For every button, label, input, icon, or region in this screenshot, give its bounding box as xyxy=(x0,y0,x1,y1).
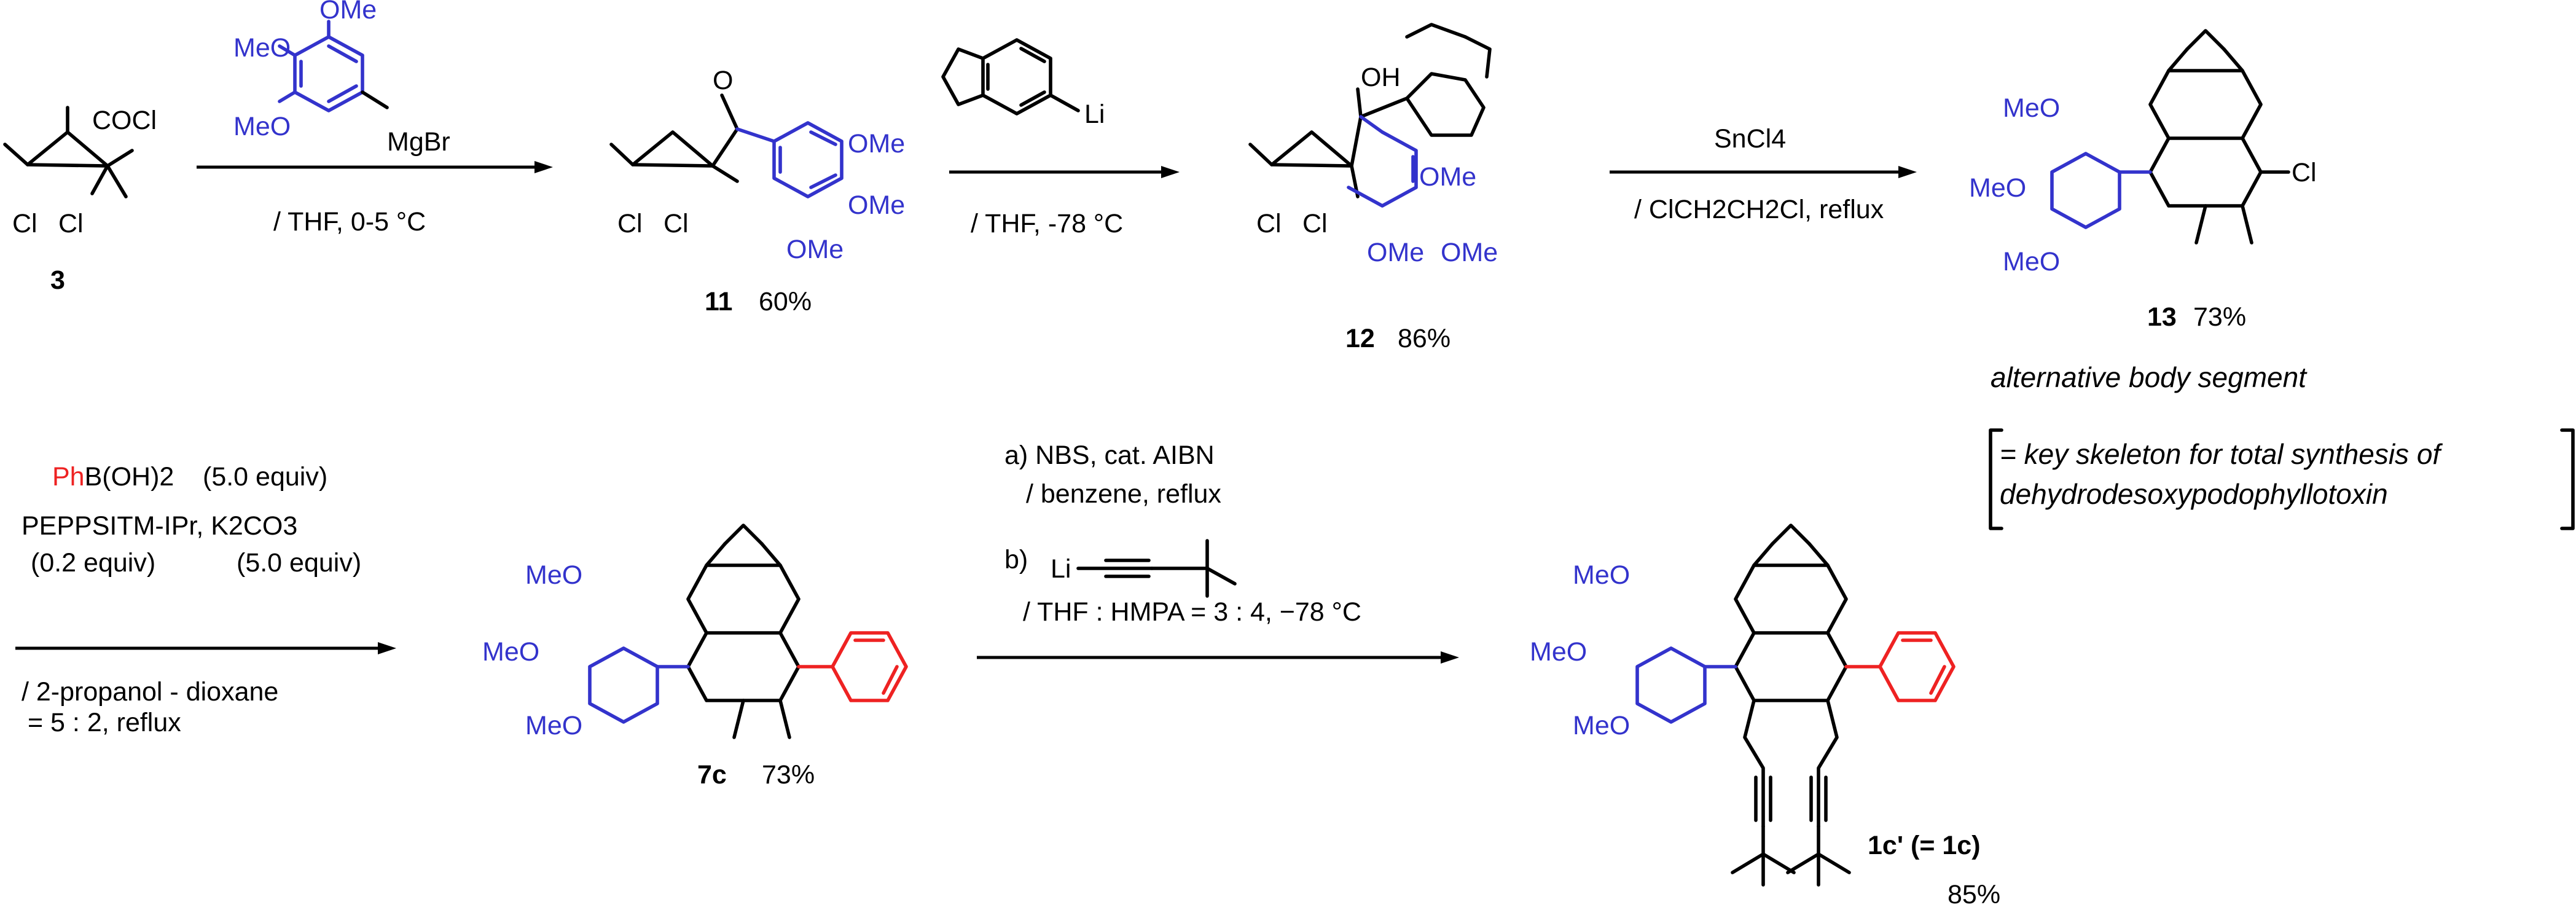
chlorine-label: Cl xyxy=(1256,209,1282,238)
compound-1c-structure: MeO MeO MeO xyxy=(1530,524,1955,887)
reaction-arrow-2 xyxy=(949,166,1180,178)
methoxy-label: MeO xyxy=(2003,93,2060,123)
step5-b-conditions: / THF : HMPA = 3 : 4, −78 °C xyxy=(1023,597,1361,627)
compound-7c-structure: MeO MeO MeO xyxy=(482,524,908,740)
compound-11-label: 11 xyxy=(705,287,732,316)
step4-solvent-2: = 5 : 2, reflux xyxy=(28,708,181,737)
step4-solvent-1: / 2-propanol - dioxane xyxy=(22,677,278,707)
methoxy-label: MeO xyxy=(2003,247,2060,277)
compound-13-structure: Cl MeO MeO MeO xyxy=(1969,29,2317,277)
carbonyl-oxygen-label: O xyxy=(713,66,733,95)
acid-chloride-label: COCl xyxy=(92,106,157,135)
compound-1c-yield: 85% xyxy=(1948,880,2000,909)
grignard-reagent-structure: OMe MeO MeO MgBr xyxy=(233,0,450,157)
reaction-arrow-4 xyxy=(15,642,396,654)
aryllithium-reagent-structure: Li xyxy=(941,38,1105,129)
step1-conditions: / THF, 0-5 °C xyxy=(273,207,426,237)
methoxy-label: MeO xyxy=(482,637,539,667)
methoxy-label: OMe xyxy=(1367,238,1424,267)
chlorine-label: Cl xyxy=(58,209,84,238)
note-line-1: = key skeleton for total synthesis of xyxy=(2000,438,2443,470)
compound-11-yield: 60% xyxy=(759,287,812,316)
compound-7c-label: 7c xyxy=(697,760,727,790)
reaction-arrow-1 xyxy=(197,161,553,173)
step3-reagent: SnCl4 xyxy=(1714,124,1786,154)
reaction-arrow-3 xyxy=(1610,166,1917,178)
magnesium-bromide-label: MgBr xyxy=(387,127,450,157)
chlorine-label: Cl xyxy=(12,209,37,238)
compound-13-yield: 73% xyxy=(2193,302,2246,332)
reaction-arrow-5 xyxy=(977,651,1459,664)
lithium-label: Li xyxy=(1084,100,1105,129)
methoxy-label: OMe xyxy=(848,129,905,159)
chlorine-label: Cl xyxy=(617,209,643,238)
methoxy-label: MeO xyxy=(525,711,582,740)
compound-1c-label: 1c' (= 1c) xyxy=(1868,831,1981,860)
key-skeleton-note: = key skeleton for total synthesis of de… xyxy=(1989,428,2575,530)
methoxy-label: OMe xyxy=(1441,238,1498,267)
methoxy-label: OMe xyxy=(319,0,377,25)
methoxy-label: MeO xyxy=(233,112,291,141)
step5-reagents: a) NBS, cat. AIBN / benzene, reflux b) L… xyxy=(1004,441,1361,627)
compound-12-structure: OMe OMe OMe OH Cl Cl xyxy=(1248,23,1498,267)
step4-reagents: PhB(OH)2 (5.0 equiv) PEPPSITM-IPr, K2CO3… xyxy=(22,462,361,737)
boronic-acid-label: B(OH)2 xyxy=(85,462,174,492)
step4-equiv-2: (0.2 equiv) xyxy=(31,548,155,578)
compound-13-caption: alternative body segment xyxy=(1991,361,2308,393)
step5-a-solvent: / benzene, reflux xyxy=(1026,479,1221,509)
step4-catalyst: PEPPSITM-IPr, K2CO3 xyxy=(22,511,297,541)
phenyl-label: Ph xyxy=(52,462,85,492)
step4-equiv-3: (5.0 equiv) xyxy=(237,548,361,578)
methoxy-label: MeO xyxy=(1573,711,1630,740)
compound-3-structure: COCl Cl Cl xyxy=(3,106,157,238)
methoxy-label: MeO xyxy=(1530,637,1587,667)
methoxy-label: OMe xyxy=(786,235,844,264)
methoxy-label: MeO xyxy=(1969,173,2026,203)
methoxy-label: MeO xyxy=(233,33,291,63)
methoxy-label: MeO xyxy=(1573,560,1630,590)
note-line-2: dehydrodesoxypodophyllotoxin xyxy=(2000,478,2388,510)
step3-conditions: / ClCH2CH2Cl, reflux xyxy=(1634,195,1884,224)
step2-conditions: / THF, -78 °C xyxy=(971,209,1123,238)
step5-b: b) xyxy=(1004,545,1028,575)
compound-12-label: 12 xyxy=(1345,324,1375,353)
methoxy-label: MeO xyxy=(525,560,582,590)
compound-7c-yield: 73% xyxy=(762,760,815,790)
methoxy-label: OMe xyxy=(1419,162,1476,192)
chlorine-label: Cl xyxy=(1302,209,1328,238)
compound-11-structure: O OMe OMe OMe Cl Cl xyxy=(609,66,905,264)
compound-13-label: 13 xyxy=(2147,302,2177,332)
step4-equiv-1: (5.0 equiv) xyxy=(203,462,327,492)
lithium-label: Li xyxy=(1051,554,1071,584)
hydroxyl-label: OH xyxy=(1361,63,1401,92)
compound-12-yield: 86% xyxy=(1398,324,1450,353)
step5-a: a) NBS, cat. AIBN xyxy=(1004,441,1215,470)
chlorine-label: Cl xyxy=(664,209,689,238)
chlorine-label: Cl xyxy=(2292,158,2317,187)
compound-3-label: 3 xyxy=(50,265,65,295)
svg-text:PhB(OH)2: PhB(OH)2 xyxy=(52,462,174,492)
methoxy-label: OMe xyxy=(848,190,905,220)
